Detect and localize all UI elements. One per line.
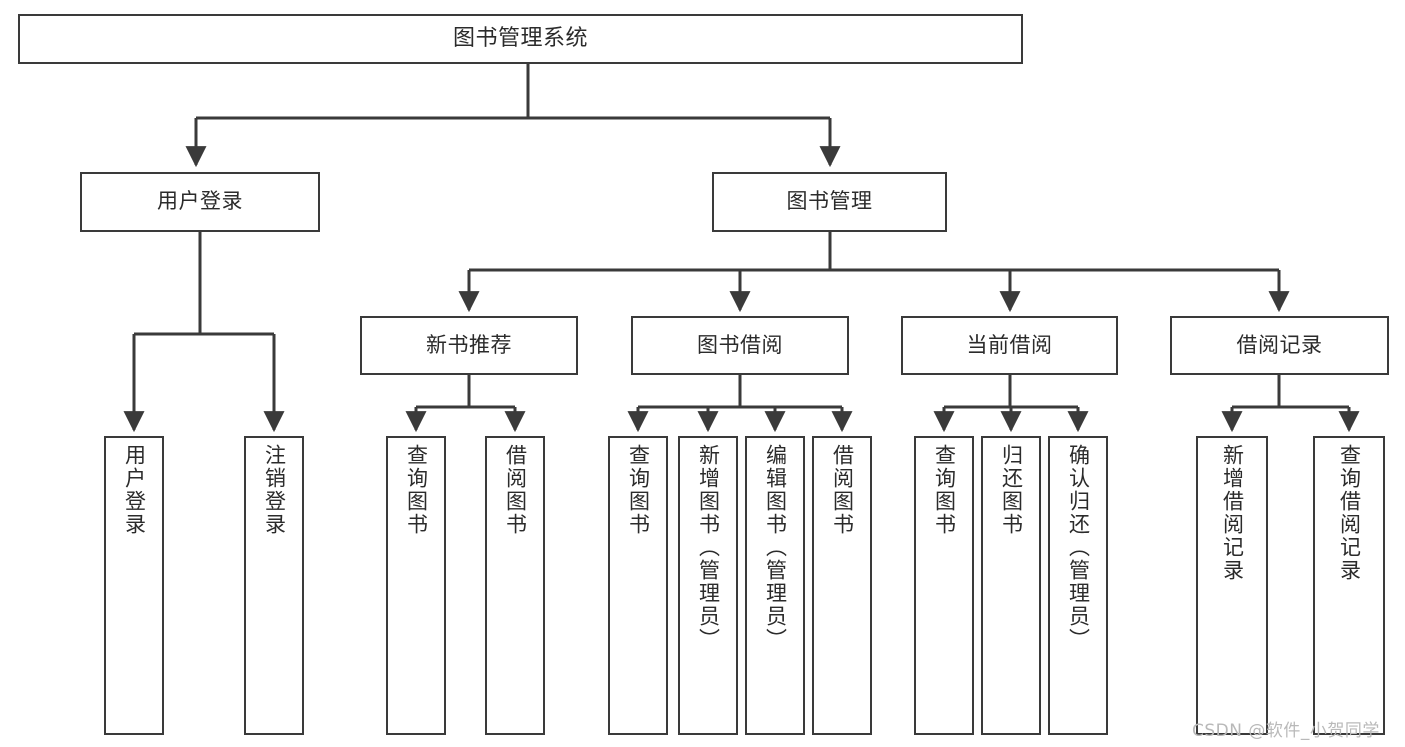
node-label: 查询图书 (626, 444, 651, 536)
node-borrow-edit-book[interactable]: 编辑图书（管理员） (745, 436, 805, 735)
node-rec-query-record[interactable]: 查询借阅记录 (1313, 436, 1385, 735)
node-book-borrow[interactable]: 图书借阅 (631, 316, 849, 375)
node-label: 编辑图书（管理员） (763, 444, 788, 651)
node-current-borrow[interactable]: 当前借阅 (901, 316, 1118, 375)
node-label: 查询图书 (932, 444, 957, 536)
node-label: 图书管理 (786, 189, 873, 214)
node-label: 注销登录 (262, 444, 287, 536)
node-borrow-borrow-book[interactable]: 借阅图书 (812, 436, 872, 735)
node-rec-borrow-book[interactable]: 借阅图书 (485, 436, 545, 735)
node-label: 查询借阅记录 (1337, 444, 1362, 582)
node-label: 图书借阅 (697, 332, 783, 357)
node-label: 新书推荐 (426, 332, 512, 357)
node-book-management[interactable]: 图书管理 (712, 172, 947, 232)
csdn-watermark: CSDN @软件_小贺同学 (1192, 721, 1380, 741)
node-rec-add-record[interactable]: 新增借阅记录 (1196, 436, 1268, 735)
node-new-book-recommendation[interactable]: 新书推荐 (360, 316, 578, 375)
node-borrow-add-book[interactable]: 新增图书（管理员） (678, 436, 738, 735)
node-rec-query-book[interactable]: 查询图书 (386, 436, 446, 735)
node-label: 用户登录 (157, 189, 243, 214)
node-login[interactable]: 用户登录 (104, 436, 164, 735)
node-label: 确认归还（管理员） (1066, 444, 1091, 651)
node-label: 借阅记录 (1236, 332, 1323, 357)
node-user-login[interactable]: 用户登录 (80, 172, 320, 232)
node-label: 当前借阅 (966, 332, 1053, 357)
node-label: 借阅图书 (830, 444, 855, 536)
node-cur-query-book[interactable]: 查询图书 (914, 436, 974, 735)
node-cur-confirm-return[interactable]: 确认归还（管理员） (1048, 436, 1108, 735)
node-label: 图书管理系统 (452, 25, 588, 51)
node-label: 新增借阅记录 (1220, 444, 1245, 582)
node-logout[interactable]: 注销登录 (244, 436, 304, 735)
node-label: 用户登录 (122, 444, 147, 536)
node-cur-return-book[interactable]: 归还图书 (981, 436, 1041, 735)
node-borrow-record[interactable]: 借阅记录 (1170, 316, 1389, 375)
node-borrow-query-book[interactable]: 查询图书 (608, 436, 668, 735)
node-book-management-system[interactable]: 图书管理系统 (18, 14, 1023, 64)
node-label: 归还图书 (999, 444, 1024, 536)
node-label: 借阅图书 (503, 444, 528, 536)
node-label: 查询图书 (404, 444, 429, 536)
node-label: 新增图书（管理员） (696, 444, 721, 651)
